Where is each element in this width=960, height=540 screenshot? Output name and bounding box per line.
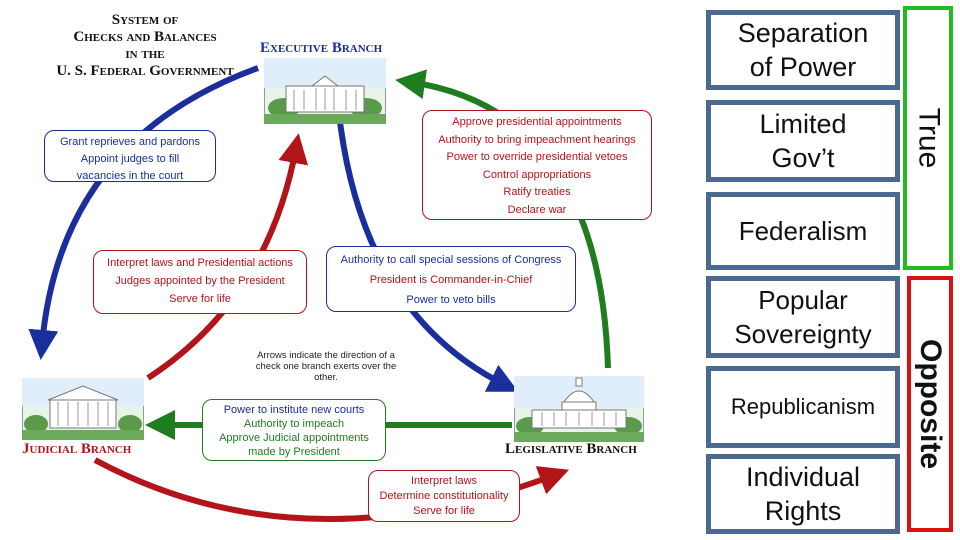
check-text: Interpret laws — [410, 475, 478, 487]
box-exec-on-judicial: Grant reprieves and pardons Appoint judg… — [44, 130, 216, 182]
title-line: System of — [111, 12, 179, 28]
box-exec-on-legis: Authority to call special sessions of Co… — [326, 246, 576, 312]
check-text: Authority to impeach — [243, 418, 345, 430]
concept-line: Popular — [758, 285, 848, 315]
check-text: Power to institute new courts — [223, 404, 365, 416]
opposite-bracket: Opposite — [907, 276, 953, 532]
title-line: U. S. Federal Government — [56, 63, 234, 79]
white-house-icon — [264, 58, 386, 124]
check-text: Judges appointed by the President — [115, 275, 285, 287]
check-text: Grant reprieves and pardons — [59, 136, 201, 148]
concept-federalism: Federalism — [706, 192, 900, 270]
check-text: Declare war — [507, 203, 567, 216]
check-text: Interpret laws and Presidential actions — [107, 257, 293, 269]
check-text: vacancies in the court — [76, 170, 184, 182]
check-text: President is Commander-in-Chief — [369, 274, 533, 286]
check-text: Determine constitutionality — [379, 490, 509, 502]
concept-line: Separation — [737, 18, 869, 48]
true-label: True — [912, 107, 946, 169]
check-text: Serve for life — [169, 293, 231, 305]
check-text: Ratify treaties — [503, 186, 571, 198]
concept-line: Rights — [764, 496, 842, 526]
diagram-title: System of Checks and Balances in the U. … — [30, 12, 260, 80]
check-text: Authority to bring impeachment hearings — [438, 133, 636, 146]
check-text: Approve presidential appointments — [452, 116, 622, 128]
check-text: Control appropriations — [482, 168, 592, 181]
concept-line: Federalism — [738, 216, 868, 246]
check-text: made by President — [248, 446, 340, 458]
concept-line: Republicanism — [730, 394, 876, 419]
concept-republicanism: Republicanism — [706, 366, 900, 448]
check-text: Power to override presidential vetoes — [446, 151, 628, 163]
concept-separation-of-power: Separation of Power — [706, 10, 900, 90]
concept-line: Gov’t — [771, 143, 835, 173]
concept-line: Individual — [745, 462, 861, 492]
concept-line: Sovereignty — [734, 319, 872, 349]
opposite-label: Opposite — [914, 338, 948, 470]
executive-branch-label: Executive Branch — [260, 40, 383, 56]
legislative-branch-label: Legislative Branch — [505, 441, 637, 457]
box-legis-on-judicial: Power to institute new courts Authority … — [202, 399, 386, 461]
supreme-court-icon — [22, 378, 144, 440]
check-text: Appoint judges to fill — [80, 153, 180, 165]
box-legis-on-exec: Approve presidential appointments Author… — [422, 110, 652, 220]
concept-line: Limited — [759, 109, 847, 139]
check-text: Power to veto bills — [406, 294, 496, 306]
check-text: Serve for life — [413, 505, 475, 517]
judicial-branch-label: Judicial Branch — [22, 441, 132, 457]
check-text: Approve Judicial appointments — [219, 432, 369, 444]
box-judicial-on-legis: Interpret laws Determine constitutionali… — [368, 470, 520, 522]
true-bracket: True — [903, 6, 953, 270]
box-judicial-on-exec: Interpret laws and Presidential actions … — [93, 250, 307, 314]
concept-line: of Power — [749, 52, 857, 82]
check-text: Authority to call special sessions of Co… — [340, 254, 562, 266]
title-line: in the — [125, 46, 165, 62]
capitol-icon — [514, 376, 644, 442]
title-line: Checks and Balances — [73, 29, 217, 45]
arrow-note: Arrows indicate the direction of a check… — [255, 350, 397, 383]
